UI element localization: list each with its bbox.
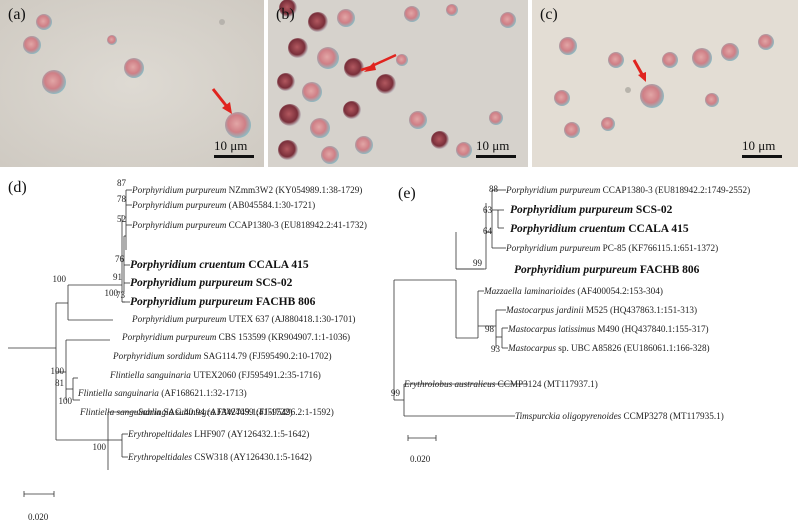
tree-d-tip-label: Erythropeltidales LHF907 (AY126432.1:5-1… — [127, 429, 309, 439]
tree-e-tip-label: Porphyridium purpureum CCAP1380-3 (EU818… — [505, 185, 750, 195]
panel-label-d: (d) — [8, 179, 27, 196]
tree-e-tip-label: Porphyridium purpureum PC-85 (KF766115.1… — [505, 243, 718, 253]
tree-d-support-value: 100 — [93, 442, 107, 452]
tree-d-tip-label: Porphyridium purpureum NZmm3W2 (KY054989… — [131, 185, 362, 195]
micrograph-b — [268, 0, 528, 167]
scale-label-b: 10 μm — [476, 138, 510, 153]
tree-d-support-value: 73 — [116, 290, 126, 300]
micrograph-a — [0, 0, 264, 167]
tree-d-support-value: 81 — [55, 378, 64, 388]
tree-d-support-value: 91 — [113, 272, 122, 282]
tree-e-tip-label: Mastocarpus latissimus M490 (HQ437840.1:… — [507, 324, 709, 334]
tree-d-tip-label: Porphyridium purpureum SCS-02 — [130, 277, 293, 289]
phylogenetic-trees: (d) (e) 0.020 0.020 Porphyridium purpure… — [8, 178, 750, 522]
tree-d-support-value: 100 — [59, 396, 73, 406]
tree-d-scale-label: 0.020 — [28, 512, 49, 522]
tree-d-support-value: 100 — [105, 288, 119, 298]
tree-e-supports: 88 63 64 99 98 93 99 — [391, 184, 501, 398]
tree-e-support-value: 63 — [483, 205, 493, 215]
panel-label-c: (c) — [540, 6, 558, 23]
tree-e-support-value: 98 — [485, 324, 495, 334]
panel-label-a: (a) — [8, 6, 26, 23]
tree-d-tip-label: Porphyridium purpureum FACHB 806 — [130, 296, 316, 308]
tree-e-support-value: 93 — [491, 344, 501, 354]
tree-e-scale-label: 0.020 — [410, 454, 431, 464]
tree-e-support-value: 99 — [473, 258, 483, 268]
tree-d-support-value: 52 — [117, 214, 126, 224]
micrograph-c-image — [532, 0, 798, 167]
tree-d-support-value: 76 — [115, 254, 125, 264]
tree-d-tip-label: Sahlingia subintegra JAW4059 (FJ595496.2… — [138, 407, 334, 417]
tree-d-tip-label: Porphyridium purpureum CCAP1380-3 (EU818… — [131, 220, 367, 230]
tree-d-tip-label: Flintiella sanguinaria SAG:40.94 (AF3427… — [79, 407, 293, 417]
panel-label-e: (e) — [398, 185, 416, 202]
scale-bar-c — [742, 155, 782, 158]
micrograph-a-image — [0, 0, 264, 167]
micrograph-c — [532, 0, 798, 167]
tree-e-tip-label: Timspurckia oligopyrenoides CCMP3278 (MT… — [515, 411, 724, 421]
tree-d-tips: Porphyridium purpureum NZmm3W2 (KY054989… — [77, 185, 367, 462]
tree-d-support-value: 87 — [117, 178, 127, 188]
tree-d-branches — [8, 189, 138, 497]
tree-e-tip-label: Mazzaella laminarioides (AF400054.2:153-… — [483, 286, 663, 296]
tree-e-branches — [393, 189, 528, 441]
tree-e-tip-label: Porphyridium purpureum FACHB 806 — [514, 264, 700, 276]
panel-label-b: (b) — [276, 6, 295, 23]
scale-bar-b — [476, 155, 516, 158]
tree-d-tip-label: Porphyridium purpureum (AB045584.1:30-17… — [131, 200, 315, 210]
micrograph-b-image — [268, 0, 528, 167]
scale-label-c: 10 μm — [742, 138, 776, 153]
tree-d-support-value: 100 — [53, 274, 67, 284]
tree-e-tip-label: Porphyridium cruentum CCALA 415 — [510, 223, 689, 235]
scale-label-a: 10 μm — [214, 138, 248, 153]
tree-e-tip-label: Mastocarpus sp. UBC A85826 (EU186061.1:1… — [507, 343, 710, 353]
tree-e-support-value: 88 — [489, 184, 499, 194]
tree-d-tip-label: Flintiella sanguinaria UTEX2060 (FJ59549… — [109, 370, 321, 380]
tree-d-tip-label: Flintiella sanguinaria (AF168621.1:32-17… — [77, 388, 247, 398]
tree-d-support-value: 78 — [117, 194, 127, 204]
tree-e-support-value: 99 — [391, 388, 401, 398]
tree-d-tip-label: Porphyridium sordidum SAG114.79 (FJ59549… — [112, 351, 332, 361]
tree-e-tip-label: Mastocarpus jardinii M525 (HQ437863.1:15… — [505, 305, 697, 315]
tree-e-tip-label: Erythrolobus australicus CCMP3124 (MT117… — [403, 379, 598, 389]
tree-e-support-value: 64 — [483, 226, 493, 236]
tree-d-tip-label: Erythropeltidales CSW318 (AY126430.1:5-1… — [127, 452, 312, 462]
tree-e-tip-label: Porphyridium purpureum SCS-02 — [510, 204, 673, 216]
tree-d-support-value: 100 — [51, 366, 65, 376]
tree-e-tips: Porphyridium purpureum CCAP1380-3 (EU818… — [403, 185, 750, 421]
tree-d-tip-label: Porphyridium cruentum CCALA 415 — [130, 259, 309, 271]
tree-d-tip-label: Porphyridium purpureum CBS 153599 (KR904… — [121, 332, 350, 342]
tree-d-tip-label: Porphyridium purpureum UTEX 637 (AJ88041… — [131, 314, 355, 324]
scale-bar-a — [214, 155, 254, 158]
